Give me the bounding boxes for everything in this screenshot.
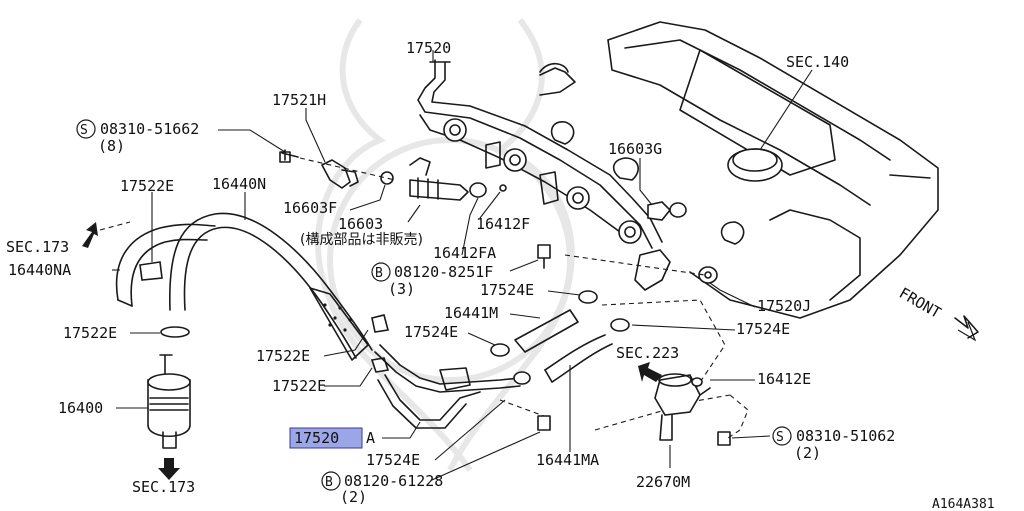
arrow-sec223-icon	[638, 362, 662, 382]
rail-bolt	[537, 244, 551, 269]
diagram-id: A164A381	[932, 497, 995, 511]
label-17522e-left[interactable]: 17522E	[63, 324, 117, 342]
qty-08120-61228: (2)	[340, 488, 367, 506]
label-injector-note: (構成部品は非販売)	[300, 232, 423, 248]
label-17522e-c[interactable]: 17522E	[272, 377, 326, 395]
label-17524e-c[interactable]: 17524E	[736, 320, 790, 338]
label-16412e[interactable]: 16412E	[757, 370, 811, 388]
label-16412fa[interactable]: 16412FA	[433, 244, 496, 262]
circle-b-icon: B	[321, 471, 341, 491]
arrow-sec173-left-icon	[82, 222, 98, 248]
label-17522e-b[interactable]: 17522E	[256, 347, 310, 365]
label-17524e-b[interactable]: 17524E	[404, 323, 458, 341]
label-16412f[interactable]: 16412F	[476, 215, 530, 233]
label-17520-fuel-rail[interactable]: 17520	[406, 39, 451, 57]
svg-text:S: S	[80, 123, 88, 138]
clamp-17522e-mid	[371, 314, 390, 333]
svg-text:B: B	[325, 475, 333, 490]
fuel-hose-16440na	[115, 223, 216, 307]
circle-s-icon: S	[772, 426, 792, 446]
label-front: FRONT	[896, 284, 944, 322]
qty-08120-8251f: (3)	[388, 280, 415, 298]
fuel-rail	[417, 59, 671, 291]
front-arrow-tip-icon	[957, 321, 977, 342]
circle-b-icon: B	[371, 262, 391, 282]
label-sec140[interactable]: SEC.140	[786, 53, 849, 71]
svg-text:B: B	[375, 266, 383, 281]
clamp-17524e-1	[578, 290, 598, 304]
svg-text:S: S	[776, 430, 784, 445]
cylinder-head-cover	[539, 21, 939, 319]
label-17524e-d[interactable]: 17524E	[366, 451, 420, 469]
injector-port-4	[618, 220, 642, 244]
clamp-17522e-left	[160, 326, 190, 338]
label-16400[interactable]: 16400	[58, 399, 103, 417]
label-17520-pipe[interactable]: 17520	[294, 429, 339, 447]
fuel-pipe-17520a	[374, 344, 521, 429]
label-16441m[interactable]: 16441M	[444, 304, 498, 322]
watermark-crest	[315, 18, 575, 472]
clamp-17524e-3	[490, 343, 510, 357]
label-sec223[interactable]: SEC.223	[616, 344, 679, 362]
label-sec173-left[interactable]: SEC.173	[6, 238, 69, 256]
label-17521h[interactable]: 17521H	[272, 91, 326, 109]
regulator-bolt	[717, 431, 731, 446]
label-22670m[interactable]: 22670M	[636, 473, 690, 491]
selected-part-highlight[interactable]	[289, 427, 363, 449]
pipe-bolt	[499, 399, 551, 431]
label-17520j[interactable]: 17520J	[757, 297, 811, 315]
fuel-hose-16440n	[168, 212, 373, 361]
label-17520-pipe-suffix: A	[366, 429, 375, 447]
qty-08310-51662: (8)	[98, 137, 125, 155]
leader-lines	[112, 50, 813, 481]
bolt-08310	[279, 151, 291, 163]
fuel-injector	[380, 157, 507, 201]
label-08120-61228[interactable]: 08120-61228	[344, 472, 443, 490]
injector-port-3	[566, 186, 590, 210]
label-08310-51062[interactable]: 08310-51062	[796, 427, 895, 445]
front-arrow-icon	[954, 315, 979, 339]
label-sec173-bottom[interactable]: SEC.173	[132, 478, 195, 496]
injector-port-2	[503, 148, 527, 172]
circle-s-icon: S	[76, 119, 96, 139]
label-16603[interactable]: 16603	[338, 215, 383, 233]
spacer-17520j	[698, 266, 718, 284]
fuel-hose-16441ma	[544, 334, 613, 383]
pressure-regulator	[654, 373, 711, 441]
injector-port-1	[443, 118, 467, 142]
label-16440n[interactable]: 16440N	[212, 175, 266, 193]
label-17524e-a[interactable]: 17524E	[480, 281, 534, 299]
fuel-filter	[147, 354, 191, 449]
label-08120-8251f[interactable]: 08120-8251F	[394, 263, 493, 281]
label-16440na[interactable]: 16440NA	[8, 261, 71, 279]
clamp-17524e-4	[513, 371, 531, 385]
o-rings-16603g	[647, 201, 687, 221]
label-17522e-top[interactable]: 17522E	[120, 177, 174, 195]
clamp-17522e-upper	[139, 261, 163, 281]
label-08310-51662[interactable]: 08310-51662	[100, 120, 199, 138]
reference-lines	[99, 157, 749, 441]
arrow-sec173-down-icon	[158, 458, 180, 480]
label-16441ma[interactable]: 16441MA	[536, 451, 599, 469]
clamp-17524e-2	[610, 318, 630, 332]
label-16603f[interactable]: 16603F	[283, 199, 337, 217]
qty-08310-51062: (2)	[794, 444, 821, 462]
fuel-hose-16441m	[514, 309, 579, 353]
label-16603g[interactable]: 16603G	[608, 140, 662, 158]
